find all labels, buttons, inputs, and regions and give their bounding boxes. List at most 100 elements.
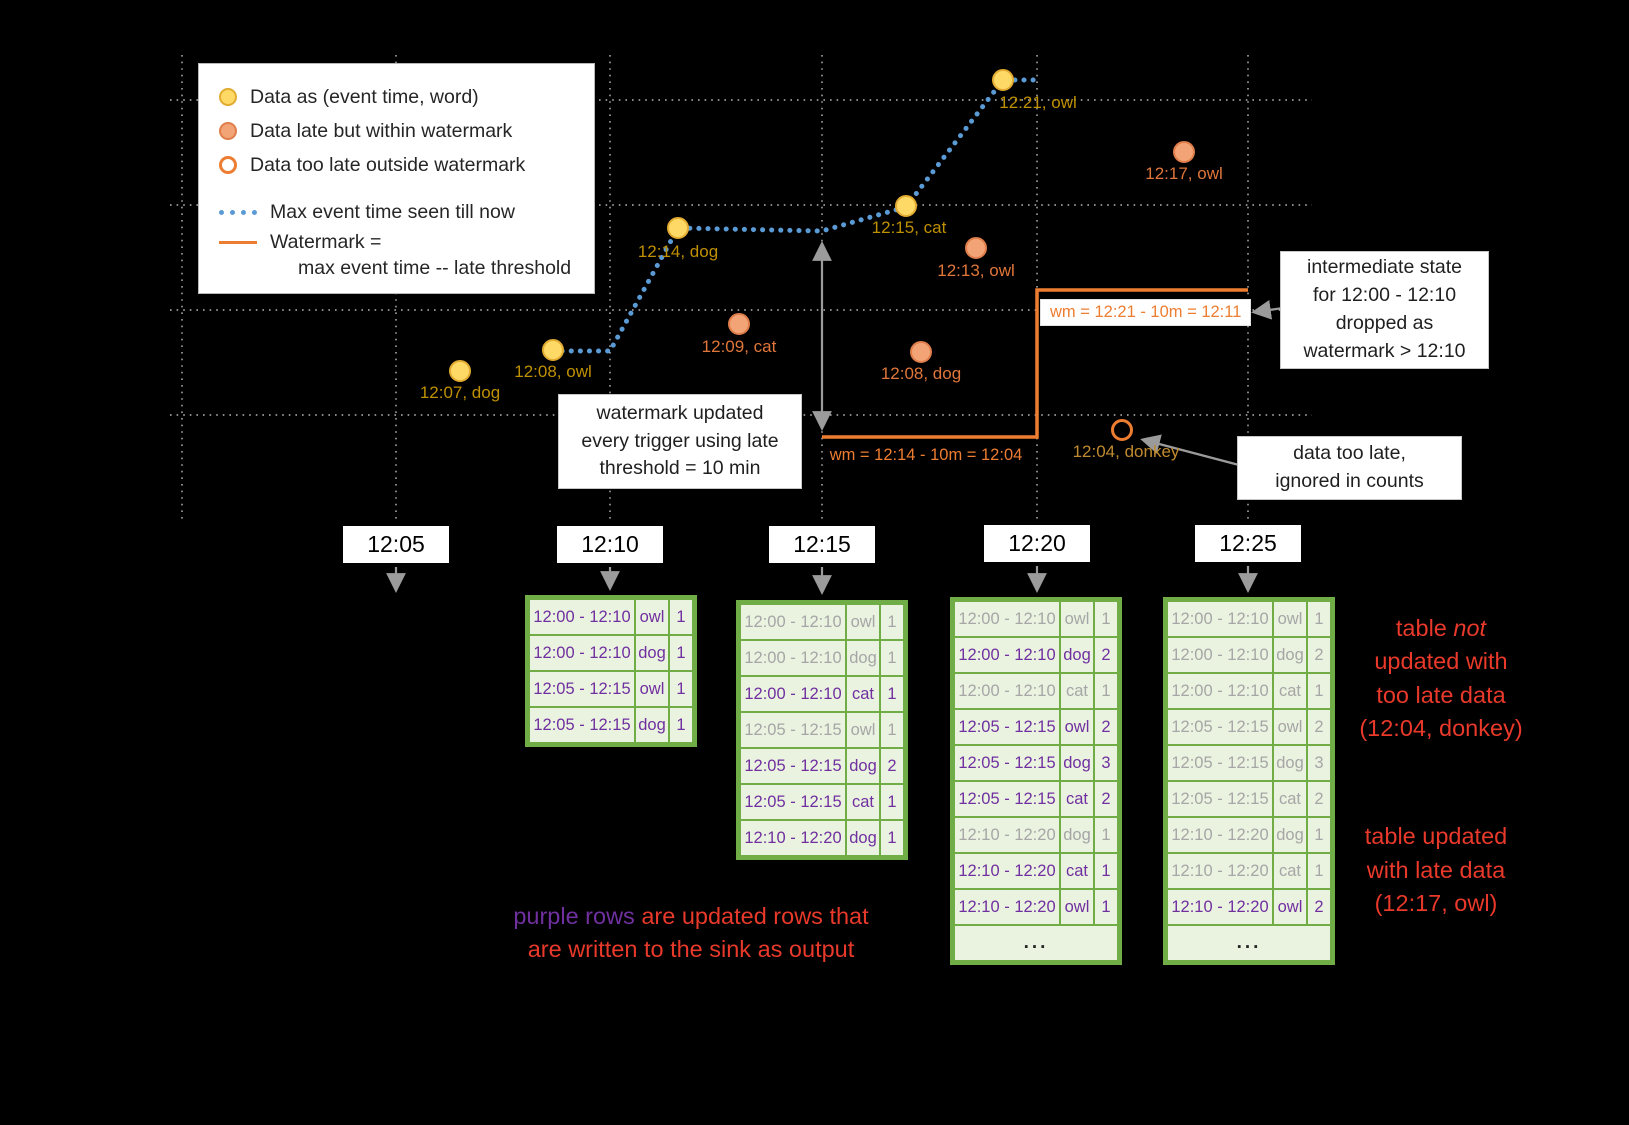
too-late-point-icon — [219, 156, 237, 174]
result-cell-word: dog — [1061, 746, 1093, 780]
callout-arrows — [1140, 299, 1284, 467]
result-cell-word: dog — [1061, 818, 1093, 852]
result-cell-word: cat — [1061, 854, 1093, 888]
purple-rows-highlight: purple rows — [513, 902, 635, 929]
result-cell-window: 12:00 - 12:10 — [741, 605, 845, 639]
callout-too-late: data too late, ignored in counts — [1237, 436, 1462, 500]
result-cell-word: dog — [1061, 638, 1093, 672]
result-cell-word: owl — [636, 672, 668, 706]
data-point-normal — [992, 69, 1014, 91]
result-cell-count: 1 — [881, 785, 903, 819]
result-cell-word: cat — [847, 677, 879, 711]
result-cell-window: 12:05 - 12:15 — [741, 785, 845, 819]
result-cell-window: 12:10 - 12:20 — [1168, 818, 1272, 852]
tick-12-25: 12:25 — [1195, 525, 1301, 562]
data-point-late — [728, 313, 750, 335]
result-cell-window: 12:00 - 12:10 — [955, 674, 1059, 708]
legend-label: Data too late outside watermark — [250, 153, 526, 176]
tick-12-10: 12:10 — [557, 526, 663, 563]
ellipsis-label: ... — [1168, 926, 1330, 960]
result-cell-word: dog — [1274, 746, 1306, 780]
result-cell-window: 12:05 - 12:15 — [741, 749, 845, 783]
result-cell-window: 12:10 - 12:20 — [955, 854, 1059, 888]
watermark-value-label-2: wm = 12:21 - 10m = 12:11 — [1040, 299, 1252, 326]
result-cell-window: 12:00 - 12:10 — [530, 600, 634, 634]
result-cell-count: 3 — [1095, 746, 1117, 780]
legend-item: Data too late outside watermark — [219, 148, 574, 182]
result-cell-count: 1 — [1095, 890, 1117, 924]
result-cell-count: 1 — [881, 677, 903, 711]
data-point-label: 12:13, owl — [937, 261, 1015, 280]
data-point-late — [910, 341, 932, 363]
data-point-label: 12:21, owl — [999, 93, 1077, 112]
legend: Data as (event time, word) Data late but… — [198, 63, 595, 294]
result-cell-count: 2 — [1308, 638, 1330, 672]
data-point-label: 12:08, dog — [880, 364, 962, 383]
late-point-icon — [219, 122, 237, 140]
max-event-time-line-icon — [219, 209, 257, 215]
data-point-late — [1173, 141, 1195, 163]
result-cell-count: 1 — [1095, 854, 1117, 888]
result-cell-word: dog — [636, 636, 668, 670]
result-cell-word: owl — [1061, 602, 1093, 636]
result-cell-window: 12:05 - 12:15 — [1168, 782, 1272, 816]
result-table-ellipsis-row: ... — [955, 926, 1117, 960]
result-cell-window: 12:10 - 12:20 — [741, 821, 845, 855]
tick-12-15: 12:15 — [769, 526, 875, 563]
result-cell-count: 1 — [670, 636, 692, 670]
result-cell-count: 1 — [670, 708, 692, 742]
result-cell-word: owl — [1061, 710, 1093, 744]
note-text: updated with too late data (12:04, donke… — [1359, 648, 1523, 742]
data-point-label: 12:07, dog — [419, 383, 501, 402]
data-point-normal — [449, 360, 471, 382]
result-cell-window: 12:10 - 12:20 — [1168, 890, 1272, 924]
watermark-value-label-1: wm = 12:14 - 10m = 12:04 — [829, 446, 1023, 464]
data-point-label: 12:08, owl — [514, 362, 592, 381]
result-cell-window: 12:05 - 12:15 — [1168, 746, 1272, 780]
result-cell-word: dog — [1274, 638, 1306, 672]
result-cell-window: 12:05 - 12:15 — [530, 672, 634, 706]
result-cell-window: 12:00 - 12:10 — [955, 638, 1059, 672]
legend-label: Data as (event time, word) — [250, 85, 479, 108]
result-cell-word: owl — [1274, 602, 1306, 636]
legend-label: Watermark = max event time -- late thres… — [270, 229, 571, 282]
result-cell-word: cat — [1274, 854, 1306, 888]
note-text: table — [1395, 614, 1454, 641]
data-point-normal — [895, 195, 917, 217]
result-cell-count: 1 — [881, 821, 903, 855]
result-cell-window: 12:05 - 12:15 — [1168, 710, 1272, 744]
result-cell-count: 2 — [1095, 638, 1117, 672]
result-cell-count: 2 — [1308, 890, 1330, 924]
result-cell-word: cat — [1061, 782, 1093, 816]
result-cell-word: cat — [1274, 674, 1306, 708]
result-cell-count: 1 — [1095, 602, 1117, 636]
legend-item: Data late but within watermark — [219, 114, 574, 148]
tick-12-05: 12:05 — [343, 526, 449, 563]
result-cell-window: 12:05 - 12:15 — [955, 746, 1059, 780]
result-cell-window: 12:05 - 12:15 — [955, 782, 1059, 816]
result-cell-word: owl — [1274, 890, 1306, 924]
result-cell-window: 12:00 - 12:10 — [741, 641, 845, 675]
result-cell-count: 2 — [1308, 710, 1330, 744]
result-cell-count: 1 — [670, 672, 692, 706]
